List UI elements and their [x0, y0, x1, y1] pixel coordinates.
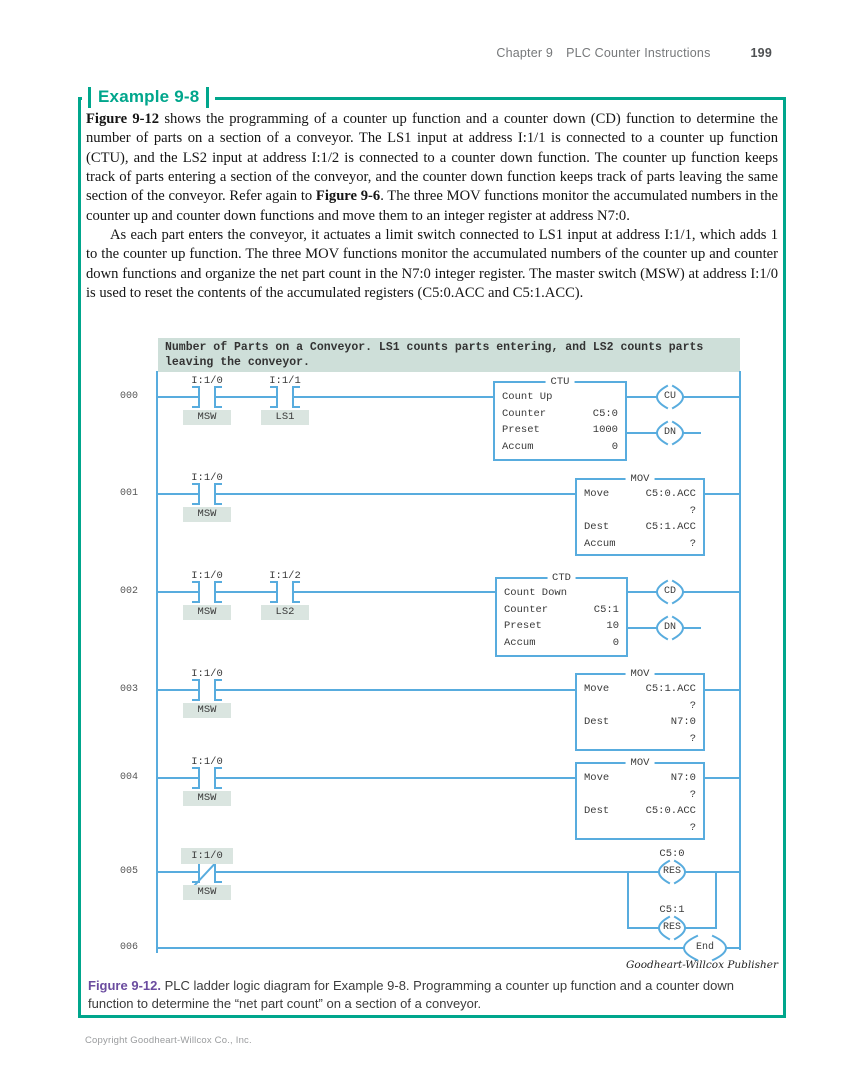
- function-box-title: MOV: [625, 667, 655, 682]
- rung-000-wires: [156, 396, 741, 434]
- contact-name-tag: MSW: [183, 605, 231, 620]
- rung-002-coil-dn: [656, 615, 684, 641]
- contact-address: I:1/0: [181, 848, 233, 864]
- rung-002-contact-ls2: [270, 581, 300, 603]
- contact-name-tag: MSW: [183, 885, 231, 900]
- body-paragraph-1: Figure 9-12 shows the programming of a c…: [86, 111, 779, 224]
- rung-number: 006: [119, 942, 138, 953]
- rung-000-contact-msw: [192, 386, 222, 408]
- rung-002-wires: [156, 591, 741, 629]
- page-number: 199: [750, 46, 772, 60]
- rung-003-contact-msw: [192, 679, 222, 701]
- ladder-comment-bar: Number of Parts on a Conveyor. LS1 count…: [158, 338, 740, 372]
- rung-number: 003: [119, 684, 138, 695]
- figure-ref-bold: Figure 9-12: [86, 111, 160, 127]
- contact-address: I:1/0: [191, 570, 223, 582]
- figure-caption: Figure 9-12. PLC ladder logic diagram fo…: [88, 977, 776, 1012]
- rung-004-contact-msw: [192, 767, 222, 789]
- body-text: Figure 9-12 shows the programming of a c…: [86, 110, 778, 303]
- contact-name-tag: MSW: [183, 791, 231, 806]
- rung-005-wires: [156, 871, 741, 929]
- function-box-title: MOV: [625, 756, 655, 771]
- rung-002-coil-cd: [656, 579, 684, 605]
- rung-002-contact-msw: [192, 581, 222, 603]
- publisher-credit: Goodheart-Willcox Publisher: [626, 959, 778, 971]
- contact-address: I:1/1: [269, 375, 301, 387]
- example-title-text: Example 9-8: [98, 87, 200, 106]
- contact-name-tag: MSW: [183, 507, 231, 522]
- contact-name-tag: MSW: [183, 410, 231, 425]
- contact-name-tag: LS2: [261, 605, 309, 620]
- rung-number: 002: [119, 586, 138, 597]
- contact-name-tag: MSW: [183, 703, 231, 718]
- chapter-label: Chapter 9: [496, 46, 554, 60]
- running-head: Chapter 9 PLC Counter Instructions 199: [496, 46, 772, 60]
- rung-006-coil-end: [683, 934, 727, 962]
- section-title: PLC Counter Instructions: [566, 46, 711, 60]
- coil-res-label: RES: [662, 866, 681, 877]
- coil-cu-label: CU: [663, 391, 676, 402]
- function-box-title: CTU: [545, 375, 575, 390]
- rung-number: 004: [119, 772, 138, 783]
- contact-name-tag: LS1: [261, 410, 309, 425]
- rung-000-contact-ls1: [270, 386, 300, 408]
- rung-number: 005: [119, 866, 138, 877]
- figure-ref-bold: Figure 9-6: [315, 188, 381, 205]
- rung-005-coil-res2: [658, 915, 686, 941]
- coil-address: C5:1: [659, 904, 685, 916]
- contact-address: I:1/0: [191, 472, 223, 484]
- contact-address: I:1/0: [191, 375, 223, 387]
- rung-number: 001: [119, 488, 138, 499]
- figure-caption-label: Figure 9-12.: [88, 978, 161, 993]
- title-right-tick: [206, 86, 210, 108]
- rung-000-coil-cu: [656, 384, 684, 410]
- body-paragraph-2: As each part enters the conveyor, it act…: [86, 226, 778, 301]
- coil-cd-label: CD: [663, 586, 676, 597]
- rung-000-coil-dn: [656, 420, 684, 446]
- contact-address: I:1/0: [191, 756, 223, 768]
- contact-address: I:1/0: [191, 668, 223, 680]
- coil-address: C5:0: [659, 848, 685, 860]
- coil-dn-label: DN: [663, 622, 676, 633]
- function-box-title: CTD: [547, 571, 576, 586]
- title-left-tick: [88, 86, 91, 108]
- coil-dn-label: DN: [663, 427, 676, 438]
- copyright-footer: Copyright Goodheart-Willcox Co., Inc.: [85, 1035, 252, 1046]
- figure-caption-text: PLC ladder logic diagram for Example 9-8…: [88, 978, 735, 1011]
- example-title: Example 9-8: [82, 84, 216, 110]
- rung-005-coil-res1: [658, 859, 686, 885]
- coil-end-label: End: [695, 942, 714, 953]
- rung-number: 000: [119, 391, 138, 402]
- rung-001-contact-msw: [192, 483, 222, 505]
- example-box-frame: [78, 97, 786, 1018]
- function-box-title: MOV: [625, 472, 655, 487]
- contact-address: I:1/2: [269, 570, 301, 582]
- coil-res-label: RES: [662, 922, 681, 933]
